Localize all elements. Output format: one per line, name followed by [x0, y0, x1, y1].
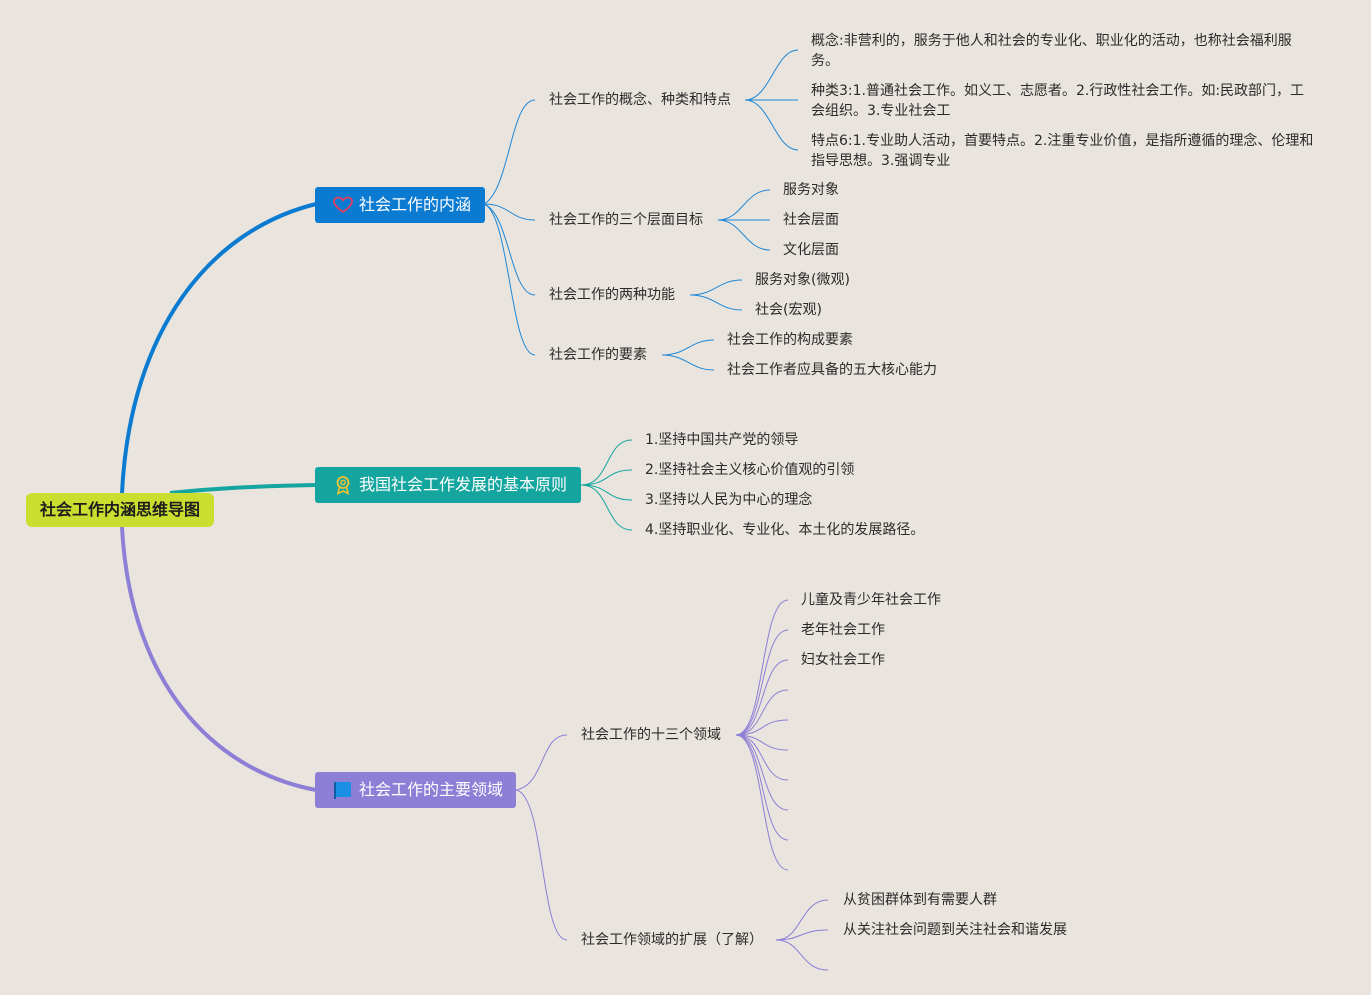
- main-topic-label: 我国社会工作发展的基本原则: [359, 475, 568, 494]
- leaf-five-core-competencies[interactable]: 社会工作者应具备的五大核心能力: [727, 362, 937, 378]
- leaf-goal-service-object[interactable]: 服务对象: [783, 182, 839, 198]
- flag-icon: [333, 780, 353, 800]
- leaf-goal-social[interactable]: 社会层面: [783, 212, 839, 228]
- subtopic-thirteen-domains[interactable]: 社会工作的十三个领域: [581, 727, 721, 743]
- subtopic-concept-types-features[interactable]: 社会工作的概念、种类和特点: [549, 92, 731, 108]
- connectors-branch2: [580, 439, 633, 531]
- leaf-domain-elderly[interactable]: 老年社会工作: [801, 622, 885, 638]
- main-topic-label: 社会工作的内涵: [359, 195, 472, 214]
- leaf-goal-cultural[interactable]: 文化层面: [783, 242, 839, 258]
- leaf-domain-youth[interactable]: 儿童及青少年社会工作: [801, 592, 941, 608]
- heart-icon: [333, 195, 353, 215]
- connector-root-branch2: [169, 483, 317, 495]
- leaf-expansion-harmony[interactable]: 从关注社会问题到关注社会和谐发展: [843, 922, 1067, 938]
- leaf-principle-2[interactable]: 2.坚持社会主义核心价值观的引领: [645, 462, 855, 478]
- subtopic-elements[interactable]: 社会工作的要素: [549, 347, 647, 363]
- connectors-branch3: [515, 599, 829, 971]
- subtopic-three-level-goals[interactable]: 社会工作的三个层面目标: [549, 212, 703, 228]
- connector-root-branch3: [120, 526, 317, 792]
- main-topic-label: 社会工作的主要领域: [359, 780, 504, 799]
- leaf-principle-3[interactable]: 3.坚持以人民为中心的理念: [645, 492, 813, 508]
- award-ribbon-icon: [333, 475, 353, 495]
- leaf-constituent-elements[interactable]: 社会工作的构成要素: [727, 332, 853, 348]
- connector-root-branch1: [120, 202, 317, 494]
- root-topic[interactable]: 社会工作内涵思维导图: [26, 493, 214, 527]
- leaf-function-micro[interactable]: 服务对象(微观): [755, 272, 850, 288]
- connectors-branch1: [483, 49, 799, 371]
- leaf-principle-1[interactable]: 1.坚持中国共产党的领导: [645, 432, 799, 448]
- main-topic-principles[interactable]: 我国社会工作发展的基本原则: [315, 467, 581, 503]
- leaf-concept[interactable]: 概念:非营利的，服务于他人和社会的专业化、职业化的活动，也称社会福利服务。: [811, 33, 1292, 69]
- leaf-expansion-needy[interactable]: 从贫困群体到有需要人群: [843, 892, 997, 908]
- leaf-function-macro[interactable]: 社会(宏观): [755, 302, 822, 318]
- leaf-types[interactable]: 种类3:1.普通社会工作。如义工、志愿者。2.行政性社会工作。如:民政部门，工会…: [811, 83, 1305, 119]
- leaf-features[interactable]: 特点6:1.专业助人活动，首要特点。2.注重专业价值，是指所遵循的理念、伦理和指…: [811, 133, 1314, 169]
- leaf-domain-women[interactable]: 妇女社会工作: [801, 652, 885, 668]
- main-topic-domains[interactable]: 社会工作的主要领域: [315, 772, 516, 808]
- leaf-principle-4[interactable]: 4.坚持职业化、专业化、本土化的发展路径。: [645, 522, 925, 538]
- main-topic-connotation[interactable]: 社会工作的内涵: [315, 187, 485, 223]
- subtopic-two-functions[interactable]: 社会工作的两种功能: [549, 287, 675, 303]
- subtopic-domain-expansion[interactable]: 社会工作领域的扩展（了解）: [581, 932, 763, 948]
